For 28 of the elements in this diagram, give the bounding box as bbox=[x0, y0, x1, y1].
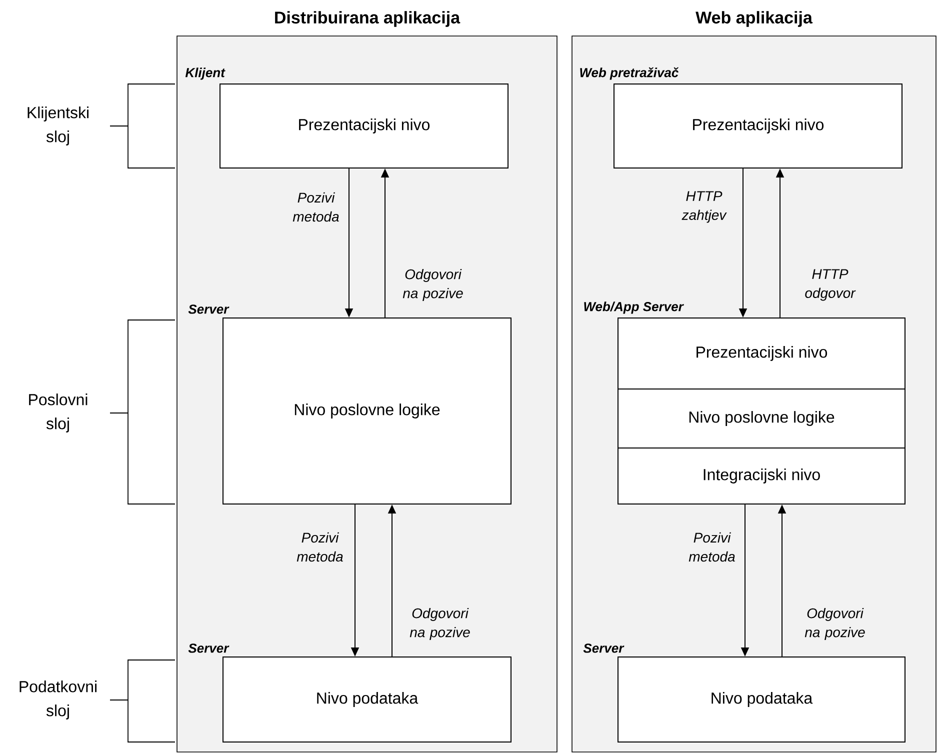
edge-label: Odgovori na pozive bbox=[402, 268, 463, 302]
layer-label: Podatkovni sloj bbox=[20, 680, 96, 720]
node-caption: Web pretraživač bbox=[580, 67, 679, 80]
node-caption: Server bbox=[188, 304, 230, 314]
edge-label: Odgovori na pozive bbox=[410, 608, 470, 640]
container-heading: Web/App Server bbox=[584, 302, 684, 314]
layer-label: Poslovni sloj bbox=[29, 394, 88, 432]
edge-label: Odgovori na pozive bbox=[804, 608, 865, 640]
layer-label: Klijentski sloj bbox=[28, 106, 88, 146]
layer-box: Prezentacijski nivo bbox=[220, 84, 508, 168]
layer-box: Nivo podataka bbox=[618, 656, 906, 742]
layer-row: Prezentacijski nivo bbox=[696, 346, 828, 361]
layer-row: Integracijski nivo bbox=[704, 468, 820, 484]
panel-title: Distribuirana aplikacija bbox=[275, 11, 460, 27]
edge-label: HTTP odgovor bbox=[805, 269, 856, 301]
node-caption: Klijent bbox=[185, 68, 226, 80]
edge-label: Pozivi metoda bbox=[296, 532, 343, 562]
edge-label: Pozivi metoda bbox=[292, 192, 339, 222]
layer-box: Nivo poslovne logike bbox=[222, 318, 512, 504]
node-caption: Server bbox=[188, 644, 230, 653]
container-box bbox=[618, 318, 906, 504]
layer-row: Nivo poslovne logike bbox=[689, 411, 834, 426]
edge-label: Pozivi metoda bbox=[688, 532, 735, 562]
node-caption: Server bbox=[583, 644, 624, 653]
layer-box: Prezentacijski nivo bbox=[614, 84, 902, 168]
layer-box: Nivo podataka bbox=[222, 656, 512, 742]
panel-title: Web aplikacija bbox=[696, 11, 813, 27]
edge-label: HTTP zahtjev bbox=[682, 191, 727, 223]
